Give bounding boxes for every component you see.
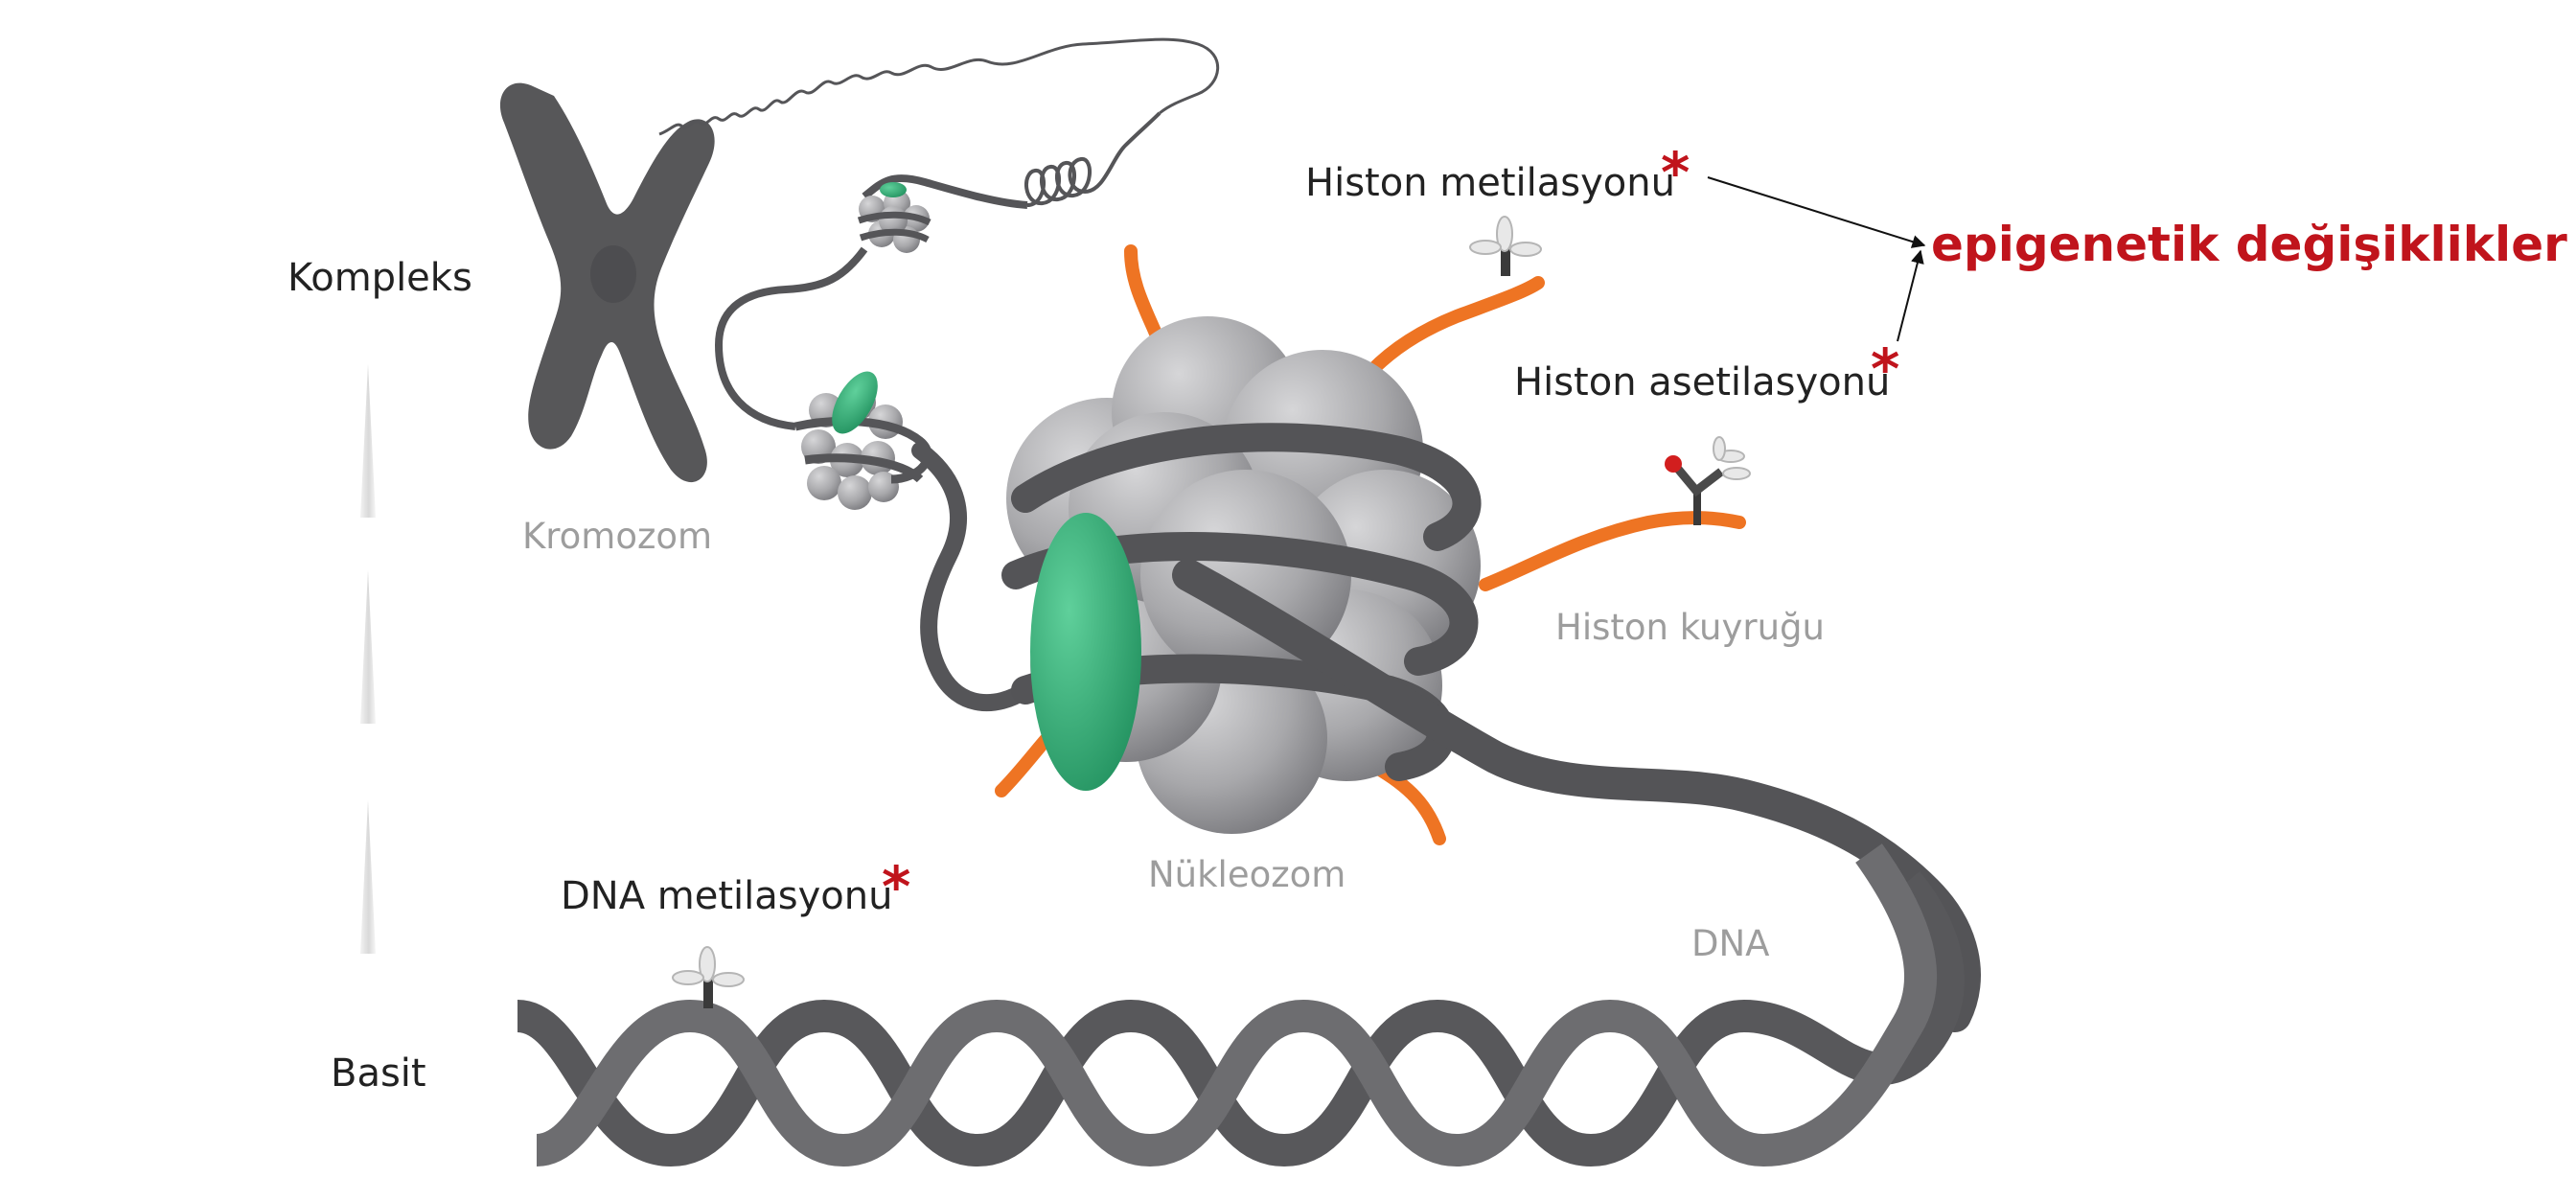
complexity-scale (360, 364, 376, 954)
small-nucleosome (794, 371, 932, 510)
nucleosome-core (1006, 316, 1481, 834)
linker-dna (714, 246, 868, 430)
histone-acetylation-asterisk: * (1871, 336, 1899, 402)
dna-label: DNA (1691, 923, 1769, 964)
histone-tail-label: Histon kuyruğu (1555, 607, 1825, 648)
dna-methylation-asterisk: * (882, 854, 910, 919)
methyl-marker-icon (672, 946, 745, 1008)
chromosome-label: Kromozom (522, 516, 712, 557)
histone-methylation-label: Histon metilasyonu (1305, 161, 1675, 205)
gradient-wedge-icon (360, 800, 376, 954)
chromatin-fiber (658, 37, 1220, 209)
linker-dna (911, 442, 1034, 711)
complex-label: Kompleks (288, 256, 472, 300)
small-nucleosome (857, 182, 932, 253)
dna-double-helix (515, 843, 1965, 1167)
gradient-wedge-icon (360, 364, 376, 518)
simple-label: Basit (331, 1051, 426, 1096)
epigenetic-arrows (1707, 176, 1926, 342)
gradient-wedge-icon (360, 570, 376, 724)
linker-histone (1030, 513, 1141, 791)
methyl-marker-icon (1469, 216, 1542, 276)
epigenetic-changes-title: epigenetik değişiklikler (1931, 217, 2567, 272)
nucleosome-label: Nükleozom (1148, 854, 1346, 895)
chromosome-icon (499, 82, 715, 483)
histone-acetylation-label: Histon asetilasyonu (1514, 360, 1890, 404)
acetyl-marker-icon (1665, 436, 1751, 525)
histone-methylation-asterisk: * (1661, 140, 1690, 205)
dna-methylation-label: DNA metilasyonu (561, 874, 892, 918)
